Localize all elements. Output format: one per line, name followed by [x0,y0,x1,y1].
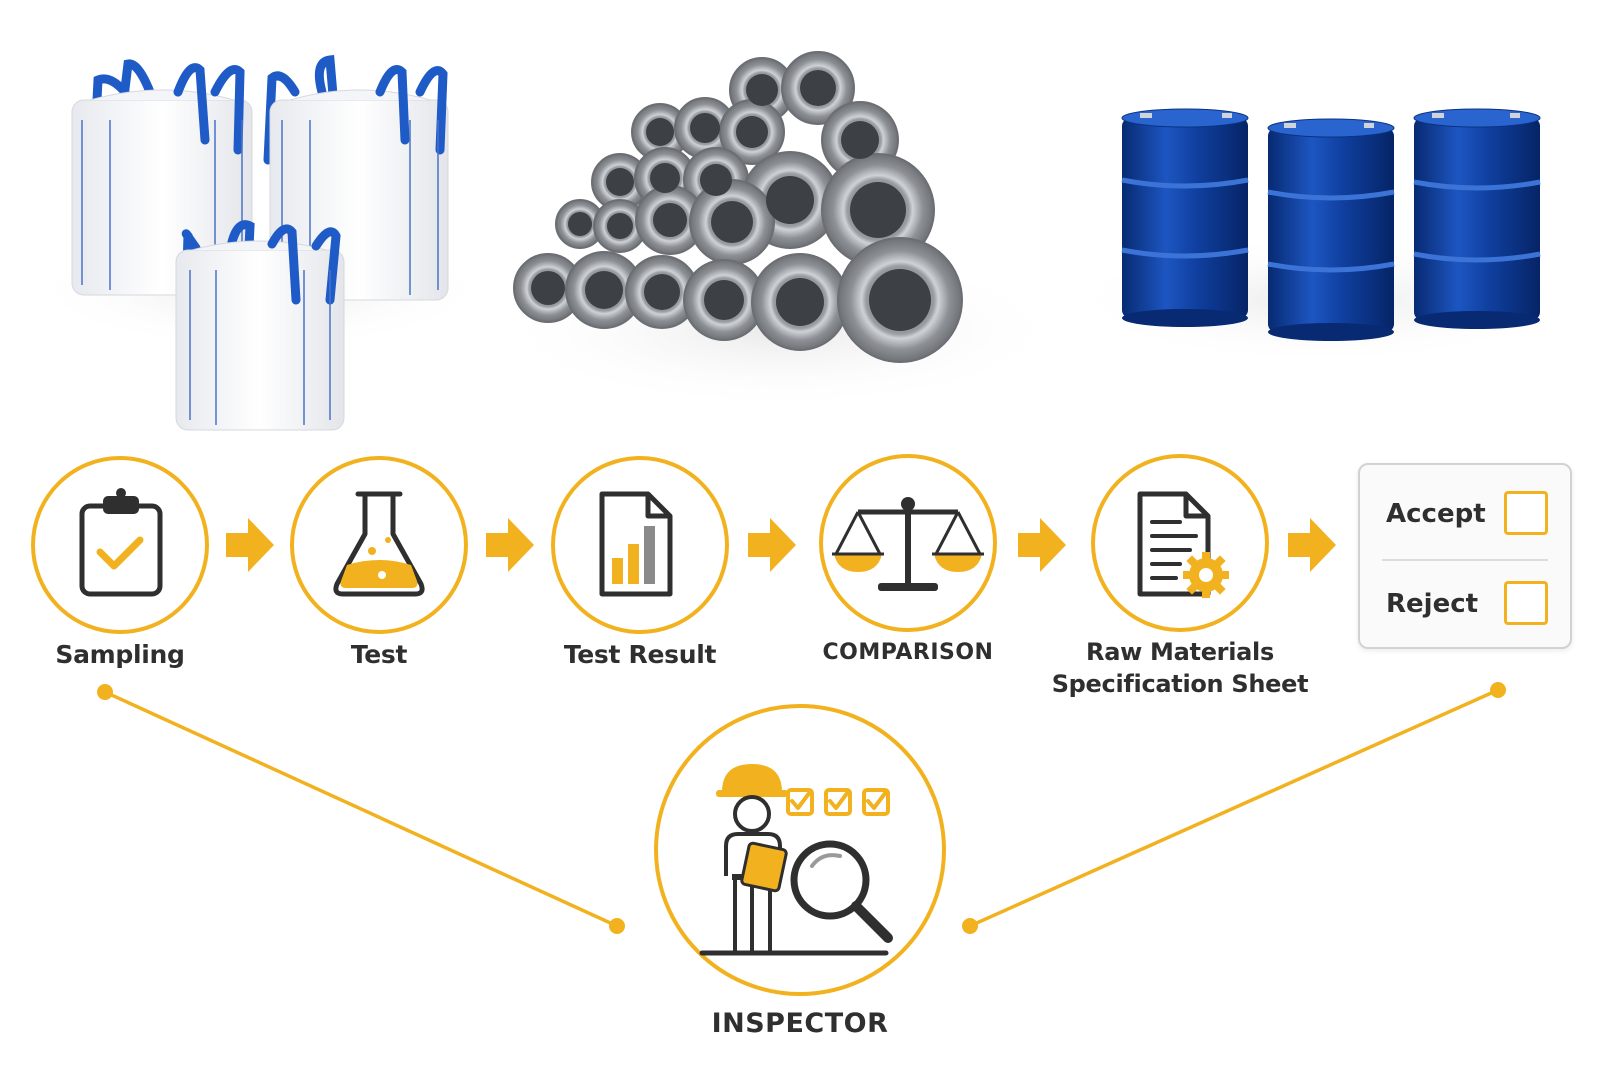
connector-dot [1490,682,1506,698]
arrow-right-icon [748,518,796,572]
step-label-sampling: Sampling [55,640,185,669]
clipboard-check-icon [79,488,163,597]
arrow-right-icon [226,518,274,572]
accept-checkbox[interactable] [1504,491,1548,535]
reject-option[interactable]: Reject [1360,561,1570,649]
decision-divider [1382,559,1548,561]
step-label-comparison: COMPARISON [822,640,994,665]
flask-icon [333,491,425,597]
arrow-right-icon [1288,518,1336,572]
connector-lines [104,688,1499,928]
step-circle-sampling [31,456,209,634]
connector-dot [97,684,113,700]
connector-dot [609,918,625,934]
accept-label: Accept [1386,499,1486,529]
report-chart-icon [599,491,673,597]
step-circle-test [290,456,468,634]
step-label-test: Test [350,640,408,669]
inspector-magnifier-icon [699,764,893,956]
step-label-specification: Raw Materials Specification Sheet [1030,636,1330,700]
spec-label-line2: Specification Sheet [1051,670,1309,698]
flow-arrows [226,518,1336,572]
bulk-bags-icon [25,54,495,431]
decision-box: Accept Reject [1358,463,1572,649]
arrow-right-icon [486,518,534,572]
accept-option[interactable]: Accept [1360,471,1570,559]
step-label-test-result: Test Result [563,640,717,669]
document-gear-icon [1137,491,1229,598]
arrow-right-icon [1018,518,1066,572]
balance-scale-icon [832,497,984,591]
connector-dot [962,918,978,934]
reject-checkbox[interactable] [1504,581,1548,625]
spec-label-line1: Raw Materials [1086,638,1274,666]
steel-wire-coils-icon [490,51,1070,410]
reject-label: Reject [1386,589,1479,619]
blue-drums-icon [1062,108,1582,365]
inspector-label: INSPECTOR [711,1008,889,1039]
